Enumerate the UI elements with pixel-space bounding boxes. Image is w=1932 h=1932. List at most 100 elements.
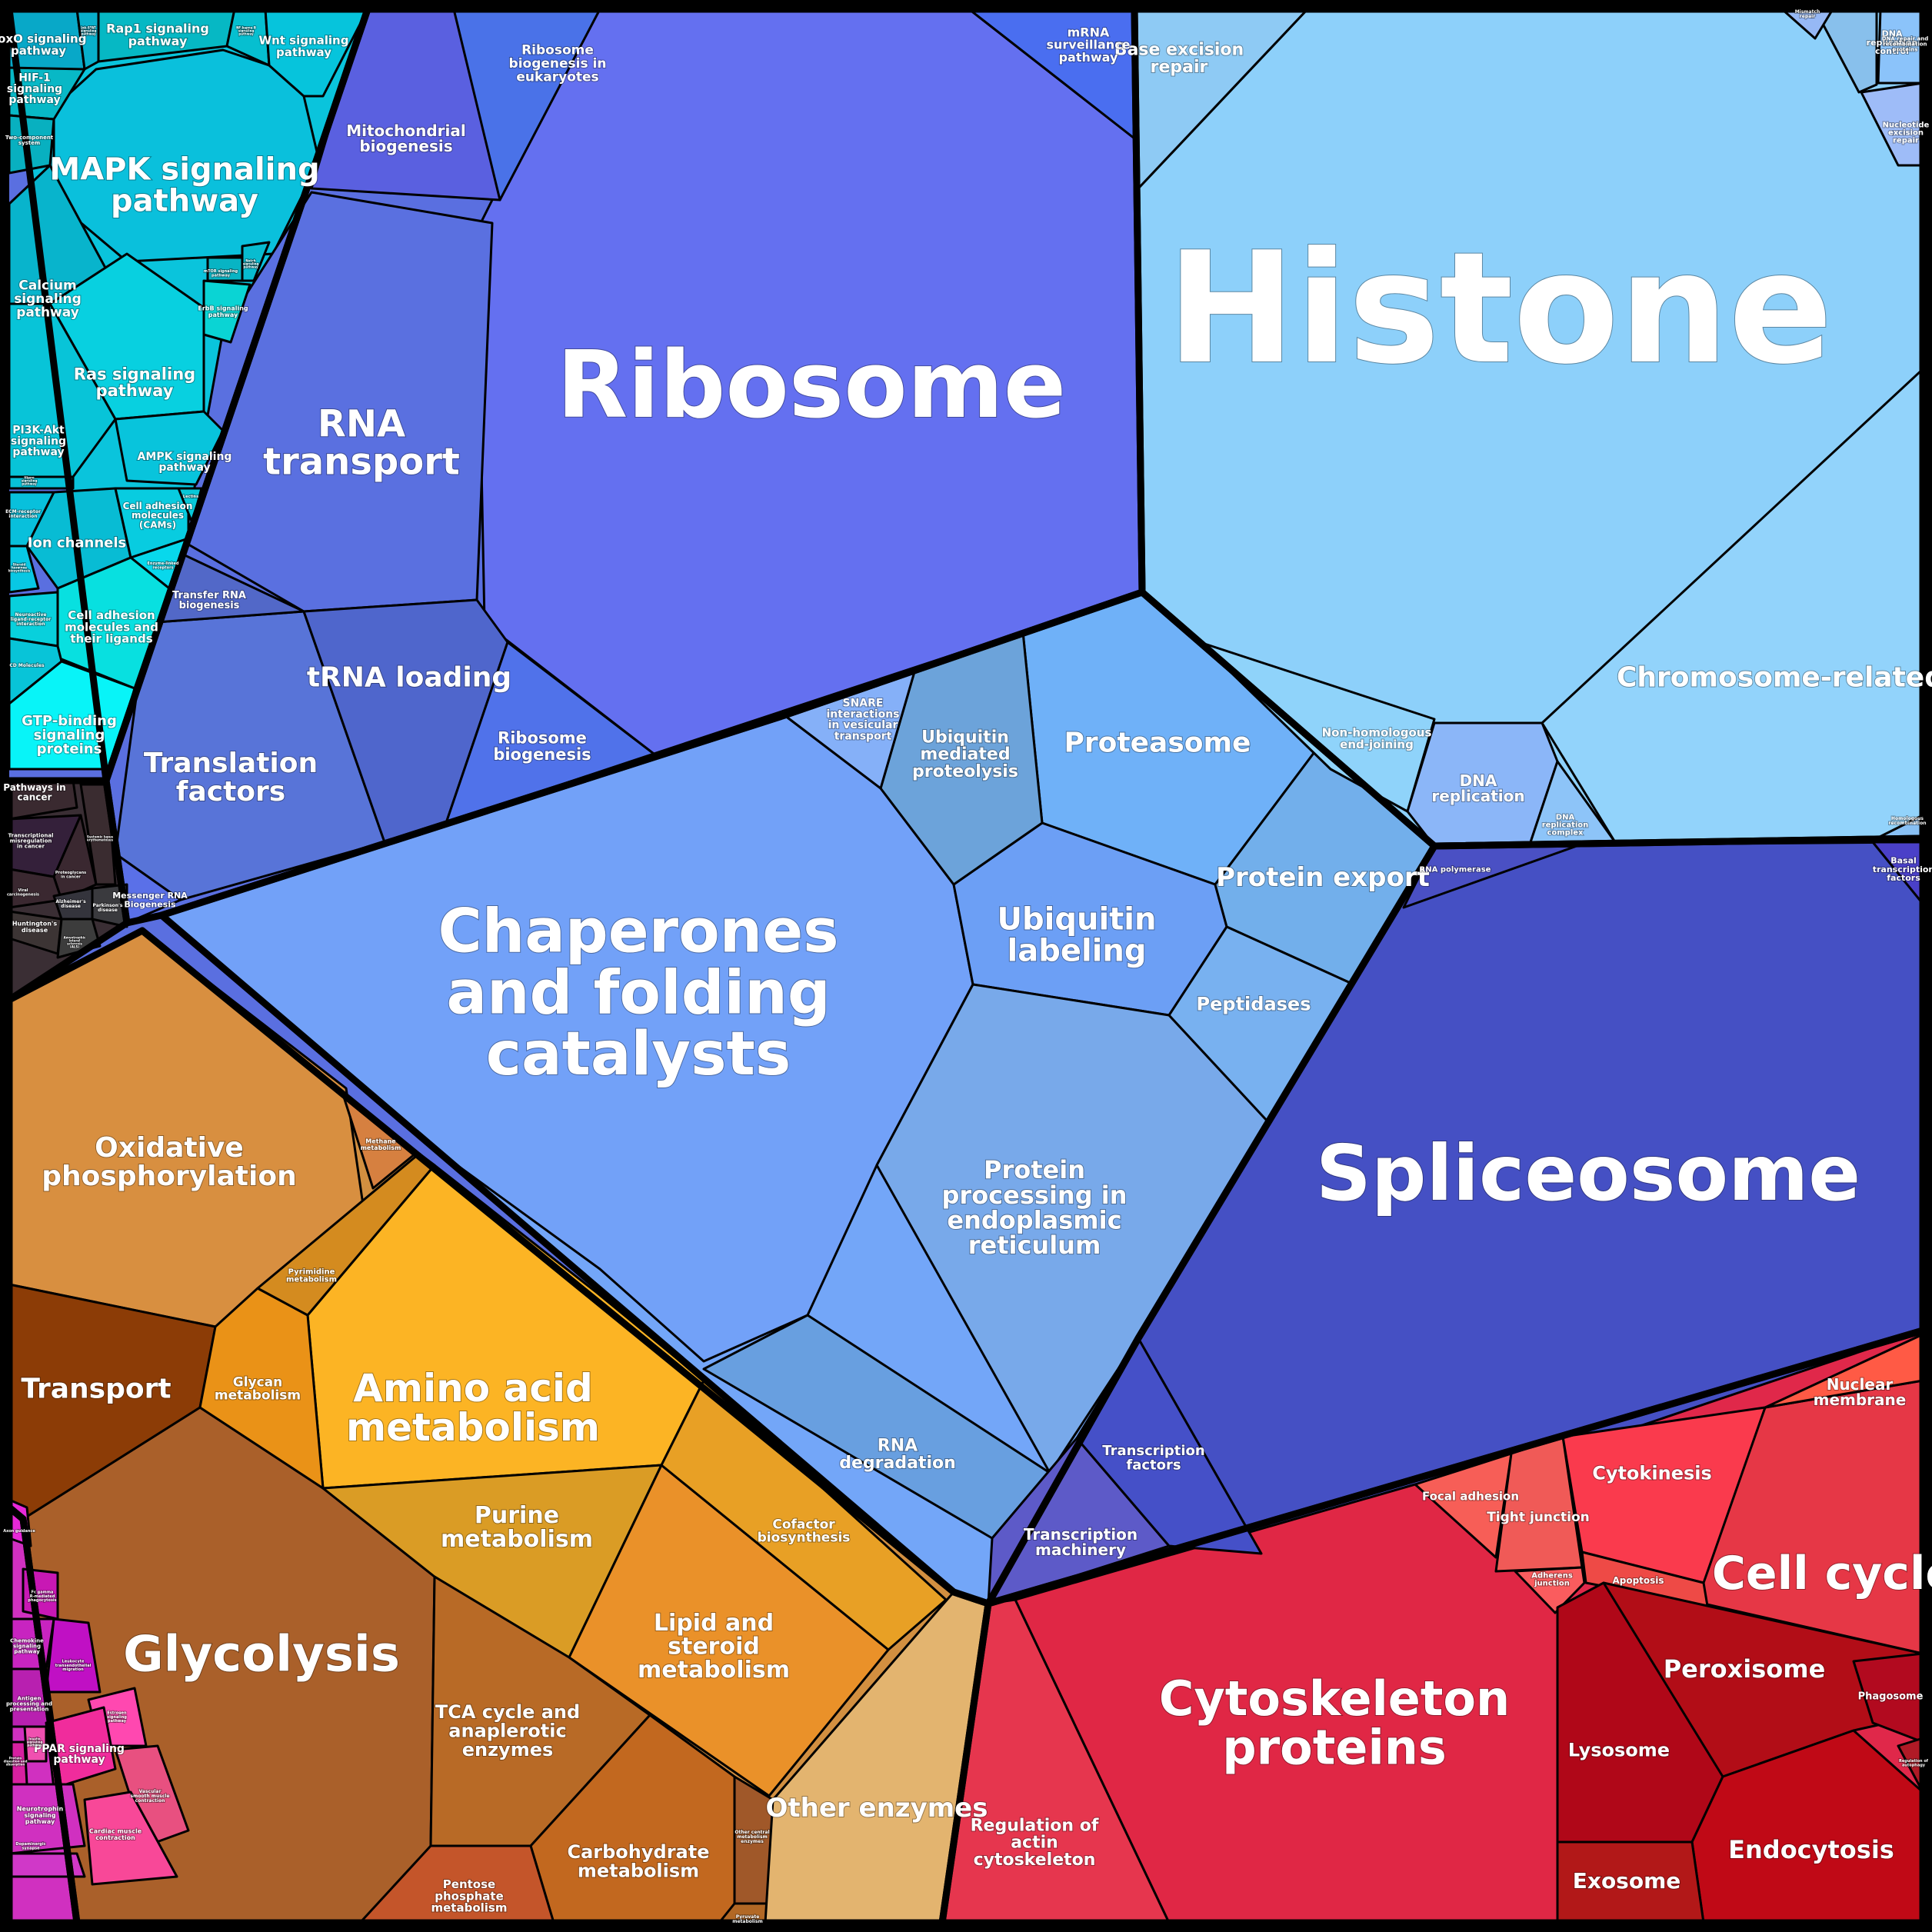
cell-hippo-signaling-pathway[interactable]	[8, 475, 75, 490]
cell-label-endocytosis: Endocytosis	[1728, 1835, 1894, 1864]
cell-label-protein-export: Protein export	[1216, 862, 1430, 893]
cell-steroid-hormone-biosynthesis[interactable]	[8, 545, 40, 594]
cell-glycan-metabolism[interactable]	[198, 1287, 325, 1490]
cell-ampk-signaling-pathway[interactable]	[114, 410, 225, 486]
cell-notch-signaling-pathway[interactable]	[241, 241, 271, 282]
cell-label-apoptosis: Apoptosis	[1612, 1575, 1664, 1586]
cell-label-trna-loading: tRNA loading	[307, 662, 511, 694]
cell-label-cytokinesis: Cytokinesis	[1592, 1462, 1712, 1484]
cell-label-other-enzymes: Other enzymes	[766, 1793, 988, 1824]
cell-label-ion-channels: Ion channels	[28, 535, 127, 551]
cell-label-cell-cycle: Cell cycle	[1712, 1547, 1932, 1601]
cell-adherens-junction[interactable]	[1514, 1566, 1586, 1614]
cell-label-transport: Transport	[21, 1374, 171, 1405]
cell-ppar-signaling-pathway[interactable]	[45, 1706, 117, 1790]
cell-label-axon-guidance: Axon guidance	[3, 1529, 35, 1534]
cell-label-spliceosome: Spliceosome	[1316, 1128, 1860, 1218]
treemap-cells	[8, 8, 1924, 1924]
cell-label-cd-molecules: CD Molecules	[9, 663, 45, 668]
cell-label-exosome: Exosome	[1573, 1868, 1681, 1894]
cell-leukocyte-transendothelial-migration[interactable]	[45, 1617, 102, 1694]
cell-cofactor-biosynthesis[interactable]	[660, 1379, 948, 1651]
cell-erbb-signaling-pathway[interactable]	[202, 279, 251, 344]
cell-label-focal-adhesion: Focal adhesion	[1422, 1489, 1519, 1503]
cell-label-phagosome: Phagosome	[1858, 1691, 1924, 1703]
cell-cardiac-muscle-contraction[interactable]	[83, 1790, 178, 1886]
treemap-group-borders	[5, 5, 1927, 1927]
cell-label-lectins: Lectins	[183, 495, 198, 499]
cell-label-glycolysis: Glycolysis	[123, 1626, 400, 1683]
cell-label-tight-junction: Tight junction	[1487, 1510, 1590, 1525]
cell-mapk-signaling-pathway[interactable]	[52, 48, 321, 263]
cell-label-peptidases: Peptidases	[1197, 993, 1311, 1014]
cell-label-peroxisome: Peroxisome	[1664, 1654, 1826, 1684]
cell-label-chromosome-related: Chromosome-related	[1617, 662, 1932, 694]
cell-systemic-lupus-erythematosus[interactable]	[79, 783, 117, 886]
cell-label-ribosome: Ribosome	[557, 332, 1066, 439]
